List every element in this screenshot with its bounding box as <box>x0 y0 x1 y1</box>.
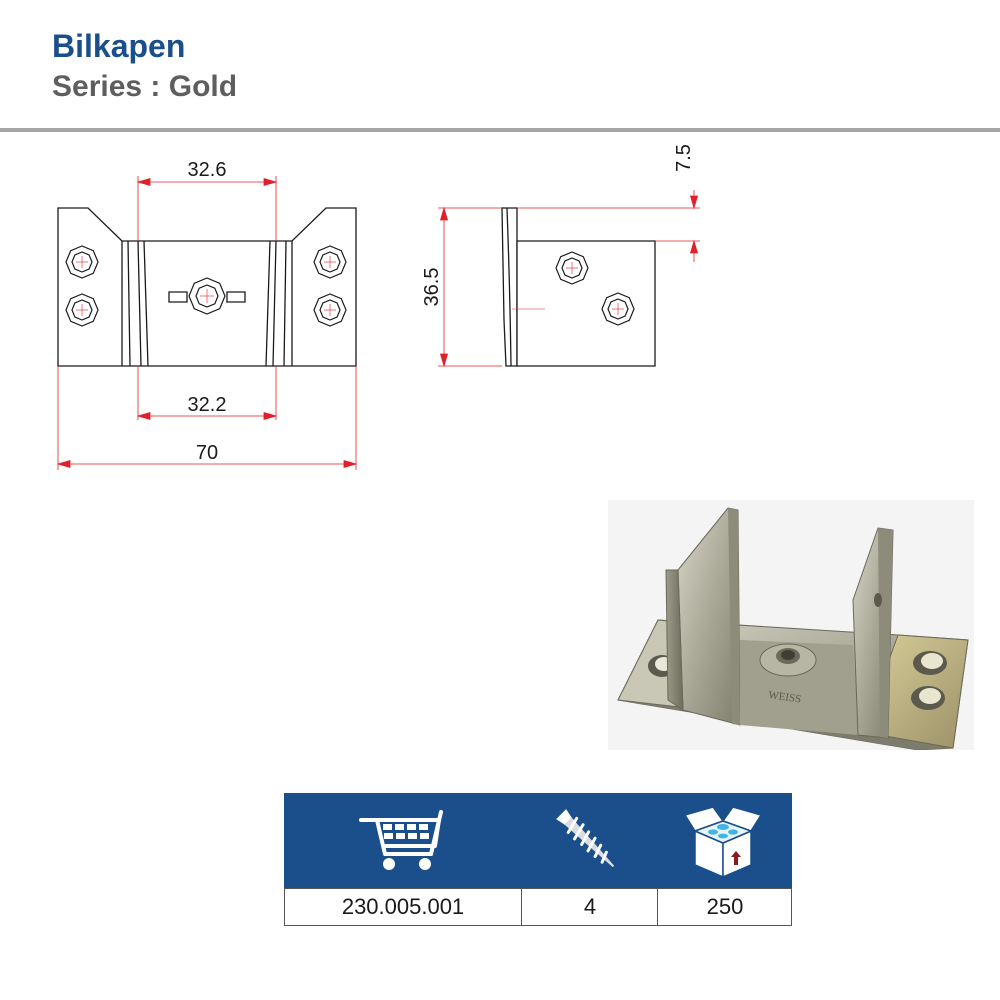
dimension-overall-width: 70 <box>196 442 218 464</box>
product-photo: WEISS <box>608 500 974 750</box>
info-table-row: 230.005.001 4 250 <box>284 888 792 926</box>
photo-stamp-text: WEISS <box>768 689 802 705</box>
front-view-centerlines <box>76 256 336 316</box>
screw-icon <box>556 808 615 867</box>
series-subtitle: Series : Gold <box>52 70 238 103</box>
dimension-height: 36.5 <box>421 268 443 307</box>
front-view-dimension-lines <box>56 176 358 470</box>
dimension-flange: 7.5 <box>673 144 695 172</box>
screw-count: 4 <box>521 889 658 925</box>
page-title: Bilkapen <box>52 28 186 64</box>
box-icon <box>684 805 762 878</box>
shopping-cart-icon <box>359 809 443 870</box>
dimension-top-inner-width: 32.6 <box>188 159 227 181</box>
info-table-header <box>284 793 792 888</box>
cart-header-cell <box>284 793 520 888</box>
header-divider <box>0 128 1000 132</box>
side-view-centerlines <box>512 262 624 315</box>
screw-header-cell <box>520 793 656 888</box>
product-info-table: 230.005.001 4 250 <box>284 793 792 926</box>
box-header-cell <box>656 793 790 888</box>
side-view-dimension-lines <box>438 190 700 368</box>
side-view <box>501 207 656 367</box>
technical-drawing: 32.6 32.2 70 36.5 7.5 <box>56 144 700 470</box>
package-quantity: 250 <box>657 889 792 925</box>
side-view-holes <box>555 251 635 326</box>
article-number: 230.005.001 <box>341 894 465 919</box>
dimension-bottom-inner-width: 32.2 <box>188 394 227 416</box>
